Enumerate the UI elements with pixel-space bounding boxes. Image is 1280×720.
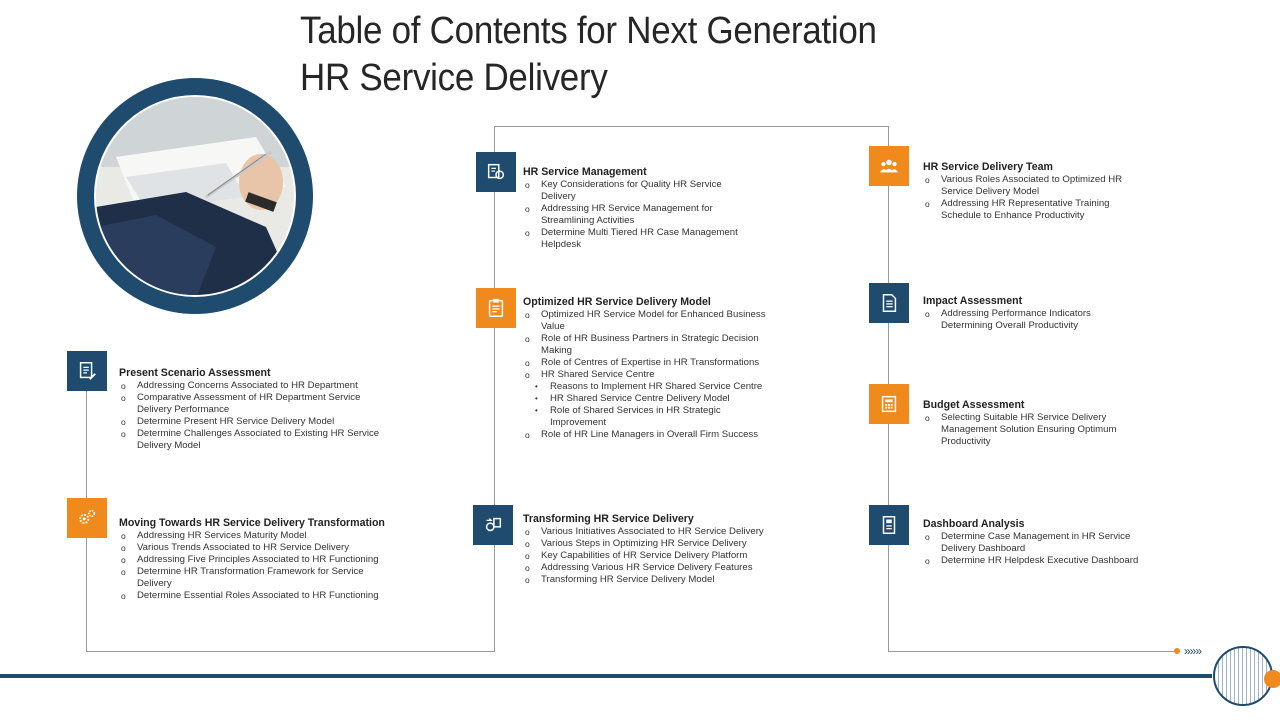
page-title: Table of Contents for Next Generation HR… xyxy=(300,8,944,102)
document-pen-icon xyxy=(67,351,107,391)
section-impact-assessment: Impact Assessment Addressing Performance… xyxy=(923,295,1113,332)
service-management-icon xyxy=(476,152,516,192)
bullet-list: Various Initiatives Associated to HR Ser… xyxy=(523,526,773,586)
section-heading: Optimized HR Service Delivery Model xyxy=(523,296,711,308)
sub-list-item: Role of Shared Services in HR Strategic … xyxy=(523,405,778,429)
connector-end-dot xyxy=(1174,648,1180,654)
bullet-list: Key Considerations for Quality HR Servic… xyxy=(523,179,743,251)
list-item: Transforming HR Service Delivery Model xyxy=(523,574,773,586)
section-heading: Present Scenario Assessment xyxy=(119,367,271,379)
list-item: Determine Case Management in HR Service … xyxy=(923,531,1148,555)
section-delivery-team: HR Service Delivery Team Various Roles A… xyxy=(923,161,1133,222)
section-optimized-model: Optimized HR Service Delivery Model Opti… xyxy=(523,296,778,441)
section-heading: Transforming HR Service Delivery xyxy=(523,513,694,525)
connector-bottom-left xyxy=(86,651,494,652)
bullet-list: Selecting Suitable HR Service Delivery M… xyxy=(923,412,1138,448)
list-item: Role of Centres of Expertise in HR Trans… xyxy=(523,357,778,369)
sub-list-item: Reasons to Implement HR Shared Service C… xyxy=(523,381,778,393)
list-item: Determine Challenges Associated to Exist… xyxy=(119,428,389,452)
list-item: Addressing Concerns Associated to HR Dep… xyxy=(119,380,389,392)
list-item: Addressing Various HR Service Delivery F… xyxy=(523,562,773,574)
list-item: Role of HR Line Managers in Overall Firm… xyxy=(523,429,778,441)
bullet-list: Determine Case Management in HR Service … xyxy=(923,531,1148,567)
section-budget-assessment: Budget Assessment Selecting Suitable HR … xyxy=(923,399,1138,448)
section-moving-towards: Moving Towards HR Service Delivery Trans… xyxy=(119,517,399,602)
decorative-orange-dot xyxy=(1264,670,1280,688)
list-item: Role of HR Business Partners in Strategi… xyxy=(523,333,778,357)
list-item: Various Steps in Optimizing HR Service D… xyxy=(523,538,773,550)
list-item: HR Shared Service Centre xyxy=(523,369,778,381)
list-item: Optimized HR Service Model for Enhanced … xyxy=(523,309,778,333)
list-item: Addressing Performance Indicators Determ… xyxy=(923,308,1113,332)
section-heading: Dashboard Analysis xyxy=(923,518,1025,530)
section-transforming: Transforming HR Service Delivery Various… xyxy=(523,513,773,586)
dashboard-icon xyxy=(869,505,909,545)
list-item: Determine Present HR Service Delivery Mo… xyxy=(119,416,389,428)
list-item: Selecting Suitable HR Service Delivery M… xyxy=(923,412,1138,448)
page-title-line1: Table of Contents for Next Generation xyxy=(300,10,877,52)
list-item: Key Considerations for Quality HR Servic… xyxy=(523,179,743,203)
bullet-list: Addressing HR Services Maturity Model Va… xyxy=(119,530,399,602)
list-item: Addressing Five Principles Associated to… xyxy=(119,554,399,566)
list-item: Addressing HR Representative Training Sc… xyxy=(923,198,1133,222)
list-item: Various Trends Associated to HR Service … xyxy=(119,542,399,554)
section-heading: Budget Assessment xyxy=(923,399,1025,411)
list-item: Various Roles Associated to Optimized HR… xyxy=(923,174,1133,198)
footer-divider xyxy=(0,674,1212,678)
gears-icon xyxy=(67,498,107,538)
list-item: Comparative Assessment of HR Department … xyxy=(119,392,389,416)
photo-frame xyxy=(77,78,313,314)
bullet-list: Optimized HR Service Model for Enhanced … xyxy=(523,309,778,441)
sub-list-item: HR Shared Service Centre Delivery Model xyxy=(523,393,778,405)
decorative-circle xyxy=(1213,646,1273,706)
transformation-icon xyxy=(473,505,513,545)
clipboard-icon xyxy=(476,288,516,328)
list-item: Addressing HR Service Management for Str… xyxy=(523,203,743,227)
bullet-list: Addressing Concerns Associated to HR Dep… xyxy=(119,380,389,452)
connector-mid-vertical xyxy=(494,126,495,652)
list-item: Key Capabilities of HR Service Delivery … xyxy=(523,550,773,562)
office-photo xyxy=(94,95,296,297)
section-hr-service-management: HR Service Management Key Considerations… xyxy=(523,166,743,251)
section-heading: HR Service Management xyxy=(523,166,647,178)
bullet-list: Various Roles Associated to Optimized HR… xyxy=(923,174,1133,222)
list-item: Addressing HR Services Maturity Model xyxy=(119,530,399,542)
section-heading: Impact Assessment xyxy=(923,295,1023,307)
team-icon xyxy=(869,146,909,186)
budget-icon xyxy=(869,384,909,424)
page-title-line2: HR Service Delivery xyxy=(300,57,608,99)
chevrons-right-icon: »»» xyxy=(1184,644,1202,658)
list-item: Determine Multi Tiered HR Case Managemen… xyxy=(523,227,743,251)
section-heading: HR Service Delivery Team xyxy=(923,161,1053,173)
list-item: Determine HR Helpdesk Executive Dashboar… xyxy=(923,555,1148,567)
section-present-scenario: Present Scenario Assessment Addressing C… xyxy=(119,367,389,452)
list-item: Determine Essential Roles Associated to … xyxy=(119,590,399,602)
bullet-list: Addressing Performance Indicators Determ… xyxy=(923,308,1113,332)
section-dashboard-analysis: Dashboard Analysis Determine Case Manage… xyxy=(923,518,1148,567)
report-icon xyxy=(869,283,909,323)
photo-illustration xyxy=(96,97,294,295)
list-item: Various Initiatives Associated to HR Ser… xyxy=(523,526,773,538)
connector-bottom-right xyxy=(888,651,1178,652)
list-item: Determine HR Transformation Framework fo… xyxy=(119,566,399,590)
section-heading: Moving Towards HR Service Delivery Trans… xyxy=(119,517,385,529)
connector-top xyxy=(494,126,889,127)
